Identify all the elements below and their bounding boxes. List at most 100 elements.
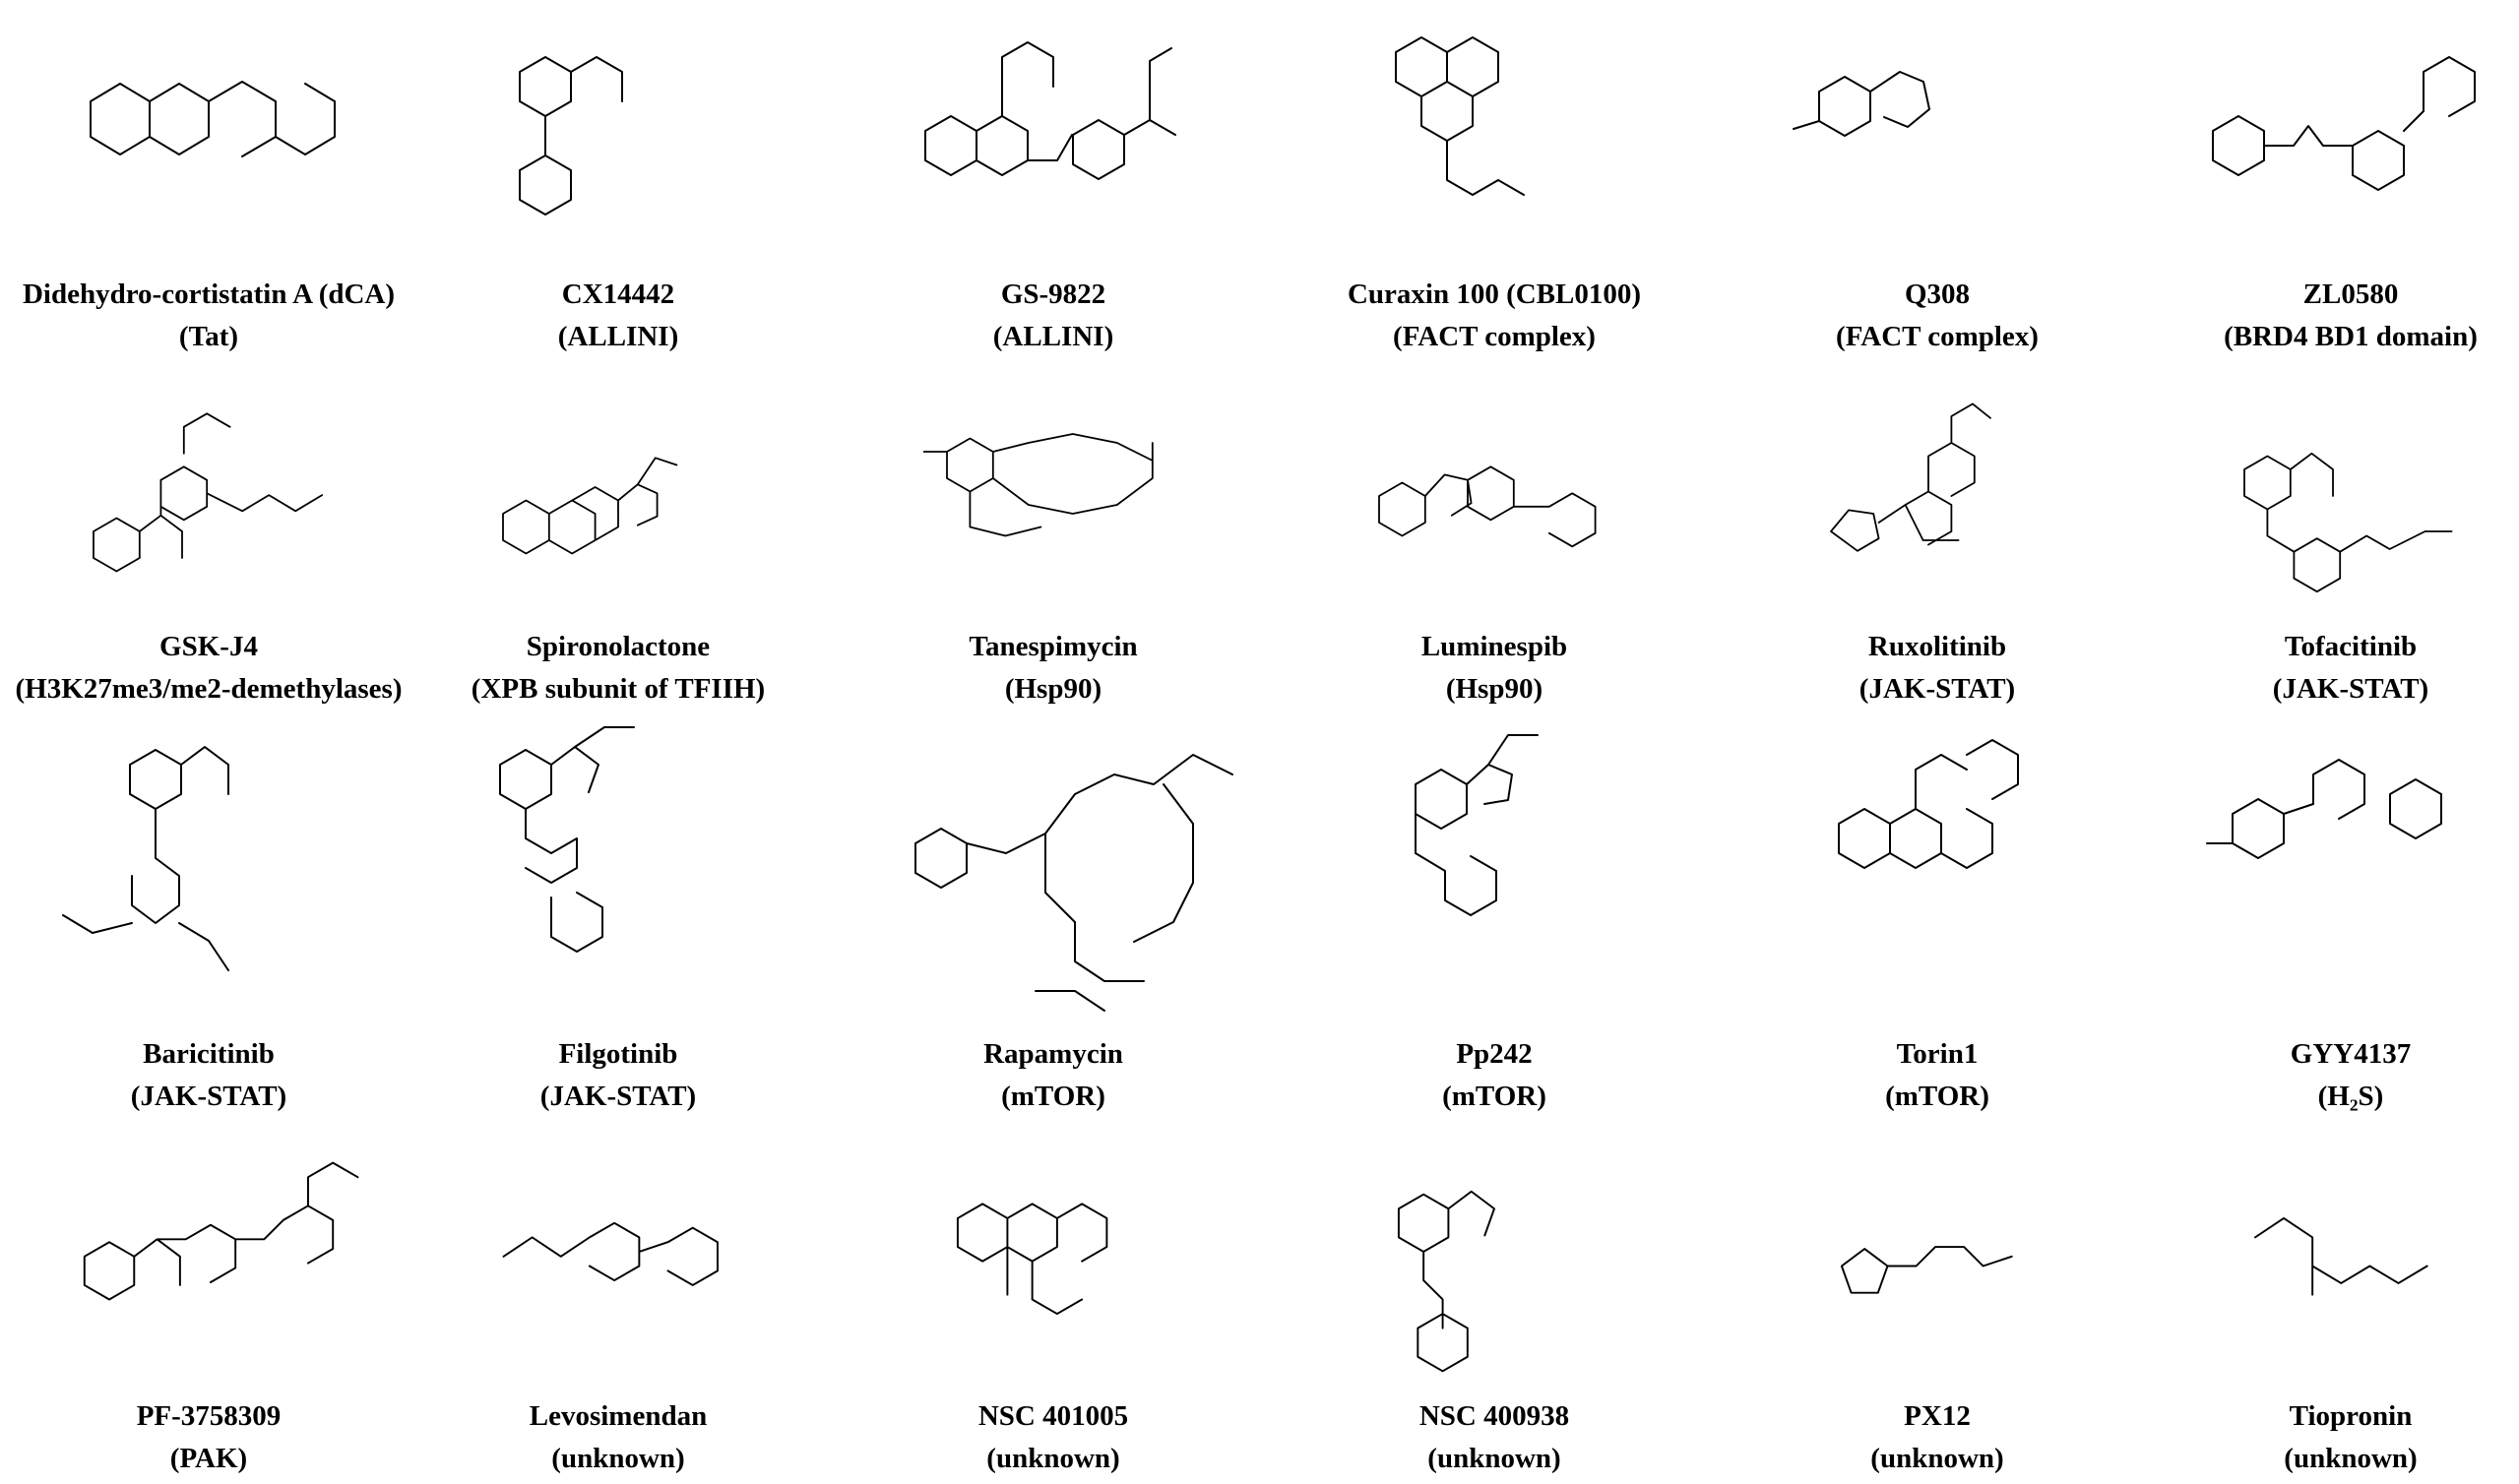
compound-cell: Didehydro-cortistatin A (dCA)(Tat) bbox=[2, 8, 415, 362]
chemical-structure bbox=[1288, 8, 1701, 264]
chemical-structure bbox=[2144, 1146, 2519, 1386]
bond-lines bbox=[1838, 739, 2019, 869]
compound-target: (XPB subunit of TFIIH) bbox=[471, 673, 766, 705]
compound-name: Rapamycin bbox=[983, 1038, 1123, 1070]
structure-skeleton bbox=[1397, 1190, 1495, 1373]
bond-lines bbox=[2212, 56, 2476, 191]
compound-target: (unknown) bbox=[1427, 1443, 1561, 1474]
compound-target: (mTOR) bbox=[1001, 1081, 1105, 1112]
chemical-structure bbox=[411, 394, 825, 616]
compound-name: PF-3758309 bbox=[136, 1400, 282, 1432]
bond-lines bbox=[1830, 402, 1991, 552]
chemical-structure bbox=[1288, 701, 1701, 1023]
compound-name: ZL0580 bbox=[2302, 278, 2399, 310]
structure-skeleton bbox=[1395, 36, 1525, 196]
structure-skeleton bbox=[2243, 452, 2453, 593]
compound-name: Tiopronin bbox=[2289, 1400, 2413, 1432]
structure-skeleton bbox=[922, 433, 1154, 537]
compound-name: NSC 401005 bbox=[977, 1400, 1129, 1432]
compound-cell: Ruxolitinib(JAK-STAT) bbox=[1731, 394, 2144, 714]
compound-target: (FACT complex) bbox=[1393, 321, 1596, 352]
chemical-structure bbox=[411, 8, 825, 264]
compound-name: Levosimendan bbox=[529, 1400, 708, 1432]
compound-name: Tofacitinib bbox=[2284, 631, 2418, 662]
structure-skeleton bbox=[502, 1221, 719, 1286]
compound-name: Didehydro-cortistatin A (dCA) bbox=[22, 278, 396, 310]
chemical-structure bbox=[1731, 1146, 2144, 1386]
compound-caption: Tiopronin(unknown) bbox=[2144, 1395, 2519, 1480]
compound-target: (JAK-STAT) bbox=[130, 1081, 287, 1112]
compound-caption: GS-9822(ALLINI) bbox=[847, 274, 1260, 358]
chemical-structure bbox=[2, 8, 415, 264]
compound-target: (H3K27me3/me2-demethylases) bbox=[15, 673, 403, 705]
compound-target: (Hsp90) bbox=[1004, 673, 1102, 705]
compound-cell: Rapamycin (mTOR) bbox=[847, 701, 1260, 1122]
compound-caption: NSC 400938(unknown) bbox=[1288, 1395, 1701, 1480]
compound-caption: GYY4137(H₂S) bbox=[2144, 1033, 2519, 1118]
structure-skeleton bbox=[1415, 734, 1539, 916]
chemical-structure bbox=[847, 1146, 1260, 1386]
chemical-structure bbox=[1288, 394, 1701, 616]
compound-target: (PAK) bbox=[169, 1443, 248, 1474]
chemical-structure bbox=[1288, 1146, 1701, 1386]
compound-caption: Pp242(mTOR) bbox=[1288, 1033, 1701, 1118]
compound-cell: GS-9822(ALLINI) bbox=[847, 8, 1260, 362]
compound-caption: Tofacitinib(JAK-STAT) bbox=[2144, 626, 2519, 711]
structure-skeleton bbox=[1793, 71, 1930, 137]
compound-name: Spironolactone bbox=[526, 631, 711, 662]
compound-target: (Hsp90) bbox=[1445, 673, 1543, 705]
chemical-structure bbox=[2144, 8, 2519, 264]
structure-skeleton bbox=[519, 56, 623, 216]
compound-cell: CX14442(ALLINI) bbox=[411, 8, 825, 362]
compound-caption: PF-3758309 (PAK) bbox=[2, 1395, 415, 1480]
structure-skeleton bbox=[502, 457, 678, 555]
compound-cell: PX12(unknown) bbox=[1731, 1146, 2144, 1484]
structure-skeleton bbox=[1378, 465, 1597, 548]
compound-cell: Torin1(mTOR) bbox=[1731, 701, 2144, 1122]
chemical-structure bbox=[2144, 394, 2519, 616]
chemical-structure bbox=[2, 394, 415, 616]
bond-lines bbox=[2243, 452, 2453, 593]
compound-cell: ZL0580 (BRD4 BD1 domain) bbox=[2144, 8, 2519, 362]
compound-cell: Curaxin 100 (CBL0100) (FACT complex) bbox=[1288, 8, 1701, 362]
compound-name: Curaxin 100 (CBL0100) bbox=[1347, 278, 1642, 310]
bond-lines bbox=[499, 726, 635, 953]
compound-target: (ALLINI) bbox=[992, 321, 1114, 352]
structure-skeleton bbox=[2212, 56, 2476, 191]
compound-caption: PX12(unknown) bbox=[1731, 1395, 2144, 1480]
bond-lines bbox=[1840, 1246, 2013, 1294]
chemical-structure bbox=[2144, 701, 2519, 1023]
structure-skeleton bbox=[499, 726, 635, 953]
compound-cell: Q308(FACT complex) bbox=[1731, 8, 2144, 362]
compound-cell: Pp242(mTOR) bbox=[1288, 701, 1701, 1122]
compound-caption: Ruxolitinib(JAK-STAT) bbox=[1731, 626, 2144, 711]
compound-target: (unknown) bbox=[551, 1443, 685, 1474]
compound-cell: Luminespib (Hsp90) bbox=[1288, 394, 1701, 714]
bond-lines bbox=[914, 754, 1233, 1012]
compound-caption: Luminespib (Hsp90) bbox=[1288, 626, 1701, 711]
compound-caption: Curaxin 100 (CBL0100) (FACT complex) bbox=[1288, 274, 1701, 358]
chemical-structure bbox=[2, 701, 415, 1023]
bond-lines bbox=[1395, 36, 1525, 196]
chemical-structure bbox=[847, 394, 1260, 616]
chemical-structure bbox=[847, 8, 1260, 264]
compound-target: (BRD4 BD1 domain) bbox=[2224, 321, 2478, 352]
structure-skeleton bbox=[62, 746, 229, 971]
structure-skeleton bbox=[2206, 759, 2442, 859]
compound-caption: Baricitinib(JAK-STAT) bbox=[2, 1033, 415, 1118]
compound-caption: Q308(FACT complex) bbox=[1731, 274, 2144, 358]
chemical-structure bbox=[1731, 394, 2144, 616]
structure-skeleton bbox=[924, 41, 1176, 180]
compound-target: (ALLINI) bbox=[557, 321, 679, 352]
compound-target: (JAK-STAT) bbox=[1858, 673, 2016, 705]
compound-target: (H₂S) bbox=[2317, 1081, 2384, 1112]
compound-cell: GSK-J4(H3K27me3/me2-demethylases) bbox=[2, 394, 415, 714]
compound-cell: Tofacitinib(JAK-STAT) bbox=[2144, 394, 2519, 714]
compound-name: Torin1 bbox=[1896, 1038, 1979, 1070]
compound-target: (FACT complex) bbox=[1836, 321, 2039, 352]
bond-lines bbox=[502, 457, 678, 555]
bond-lines bbox=[1378, 465, 1597, 548]
chemical-structure bbox=[411, 701, 825, 1023]
compound-name: Luminespib bbox=[1420, 631, 1568, 662]
compound-caption: CX14442(ALLINI) bbox=[411, 274, 825, 358]
